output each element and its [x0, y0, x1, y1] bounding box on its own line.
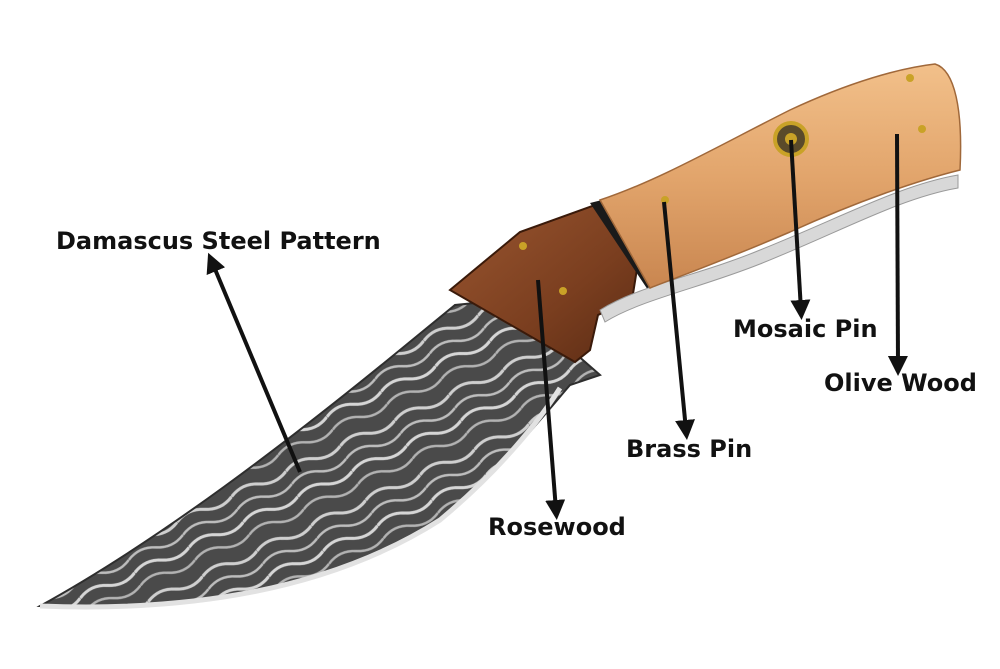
arrow-mosaic-pin — [789, 139, 811, 320]
mosaic-pin-center — [785, 133, 797, 145]
olive-pin-2 — [918, 125, 926, 133]
olive-wood-label: Olive Wood — [824, 369, 977, 397]
rosewood-label: Rosewood — [488, 513, 626, 541]
olive-wood-shape — [598, 63, 962, 289]
blade-shape — [36, 298, 602, 608]
arrow-olive-wood — [887, 133, 908, 376]
olive-wood-handle — [598, 63, 962, 289]
steel-liner — [599, 174, 959, 323]
rosewood-pin-2 — [559, 287, 567, 295]
blade — [36, 298, 602, 610]
blade-edge — [39, 386, 563, 610]
brass-pin-label: Brass Pin — [626, 435, 753, 463]
brass-pin — [661, 196, 669, 204]
callout-arrows — [206, 133, 908, 520]
mosaic-pin-label: Mosaic Pin — [733, 315, 878, 343]
arrow-rosewood — [536, 279, 566, 520]
arrow-brass-pin — [662, 201, 695, 440]
arrow-damascus — [206, 252, 302, 473]
rosewood-pin-1 — [519, 242, 527, 250]
olive-pin-1 — [906, 74, 914, 82]
damascus-steel-pattern-label: Damascus Steel Pattern — [56, 227, 381, 255]
